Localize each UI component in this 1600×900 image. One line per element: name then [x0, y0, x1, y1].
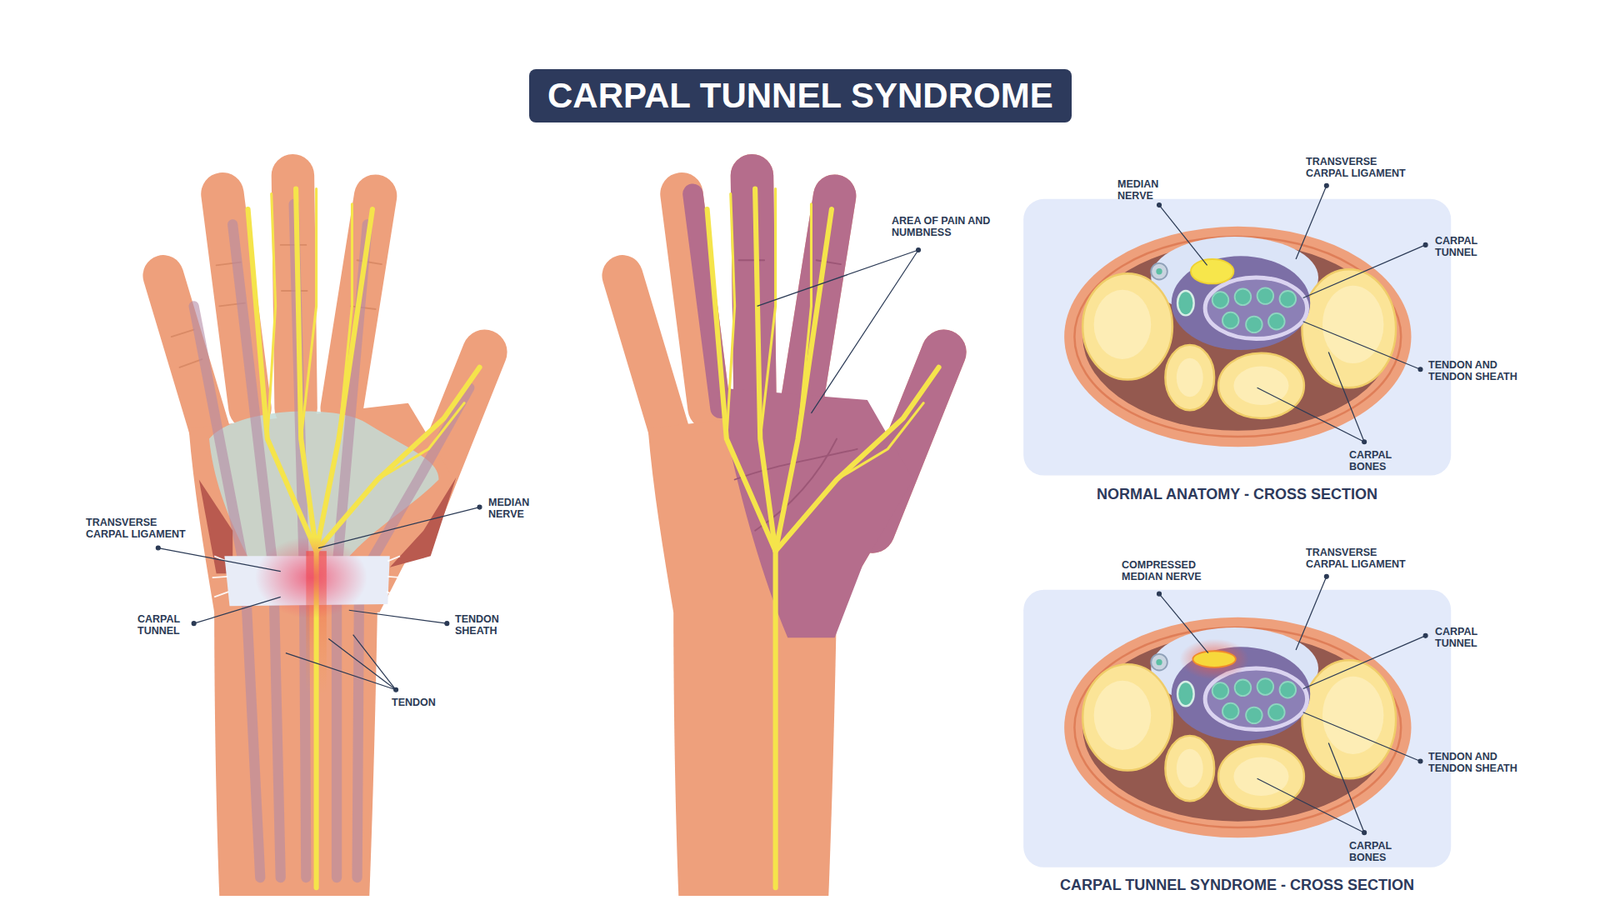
part-label: CARPAL TUNNEL — [1435, 235, 1494, 260]
part-label: CARPAL BONES — [1349, 840, 1408, 865]
part-label: TRANSVERSE CARPAL LIGAMENT — [1305, 546, 1419, 571]
part-label: TRANSVERSE CARPAL LIGAMENT — [85, 516, 199, 541]
panel-caption: CARPAL TUNNEL SYNDROME - CROSS SECTION — [1023, 876, 1451, 895]
part-label: MEDIAN NERVE — [1117, 178, 1176, 203]
part-label: MEDIAN NERVE — [488, 496, 547, 521]
panel-caption: NORMAL ANATOMY - CROSS SECTION — [1023, 485, 1451, 504]
part-label: CARPAL TUNNEL — [1435, 625, 1494, 650]
title-banner: CARPAL TUNNEL SYNDROME — [529, 69, 1072, 123]
part-label: AREA OF PAIN AND NUMBNESS — [891, 215, 992, 240]
title-text: CARPAL TUNNEL SYNDROME — [547, 78, 1054, 114]
part-label: TENDON AND TENDON SHEATH — [1428, 750, 1533, 775]
part-label: TENDON AND TENDON SHEATH — [1428, 359, 1533, 384]
leader-lines — [155, 183, 1428, 835]
hand-numbness-area — [622, 175, 945, 896]
part-label: TENDON SHEATH — [455, 613, 514, 638]
part-label: COMPRESSED MEDIAN NERVE — [1121, 559, 1215, 584]
part-label: CARPAL BONES — [1349, 449, 1408, 474]
cross-section-normal — [1023, 199, 1451, 476]
cross-section-syndrome — [1023, 590, 1451, 868]
part-label: TENDON — [391, 696, 459, 709]
cross-section-panel: CARPAL TUNNEL SYNDROME - CROSS SECTION — [1023, 590, 1451, 899]
hand-anatomy — [163, 175, 485, 896]
part-label: CARPAL TUNNEL — [137, 613, 196, 638]
cross-section-panel: NORMAL ANATOMY - CROSS SECTION — [1023, 199, 1451, 510]
part-label: TRANSVERSE CARPAL LIGAMENT — [1305, 155, 1419, 180]
